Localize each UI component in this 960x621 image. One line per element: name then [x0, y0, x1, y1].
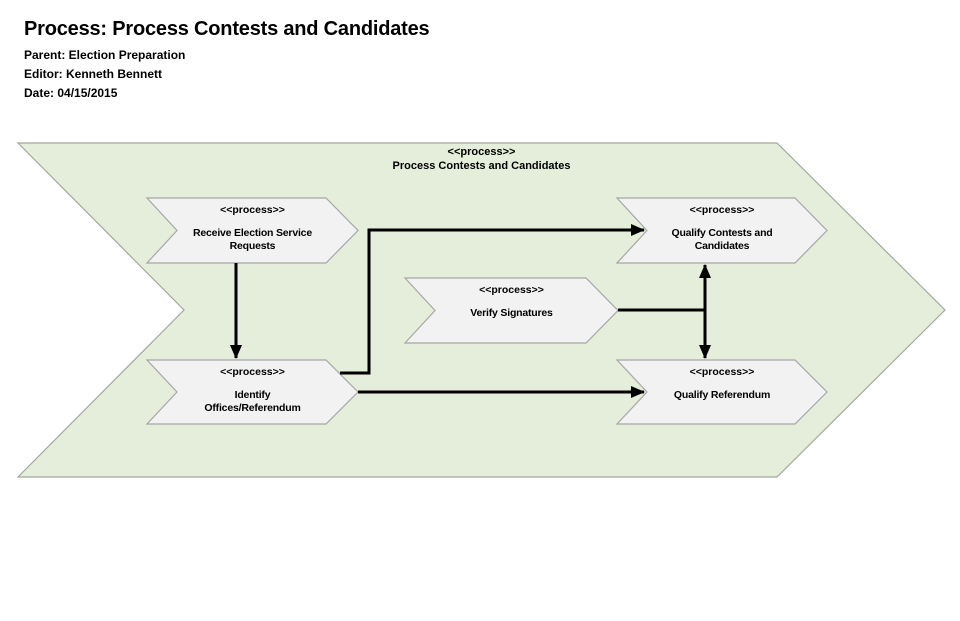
node-shape-identify-offices-referendum	[145, 359, 359, 425]
node-name: Qualify Referendum	[673, 389, 771, 401]
node-label-identify-offices-referendum: <<process>> Identify Offices/Referendum	[147, 360, 358, 424]
node-label-receive-election-service-requests: <<process>> Receive Election Service Req…	[147, 198, 358, 263]
container-stereotype: <<process>>	[447, 146, 516, 158]
container-label: <<process>> Process Contests and Candida…	[18, 145, 945, 173]
node-label-qualify-referendum: <<process>> Qualify Referendum	[617, 360, 827, 424]
node-stereotype: <<process>>	[220, 204, 285, 216]
node-stereotype: <<process>>	[689, 366, 755, 378]
node-label-verify-signatures: <<process>> Verify Signatures	[405, 278, 618, 343]
container-name: Process Contests and Candidates	[392, 160, 571, 172]
node-stereotype: <<process>>	[220, 366, 285, 378]
node-label-qualify-contests-and-candidates: <<process>> Qualify Contests and Candida…	[617, 198, 827, 263]
page-title: Process: Process Contests and Candidates	[24, 18, 430, 40]
node-shape-receive-election-service-requests	[145, 197, 359, 264]
edge-identify-to-qualify-contests	[340, 224, 645, 375]
meta-parent: Parent: Election Preparation	[24, 48, 186, 62]
node-name: Verify Signatures	[470, 307, 553, 319]
meta-date: Date: 04/15/2015	[24, 86, 118, 100]
meta-editor: Editor: Kenneth Bennett	[24, 67, 162, 81]
node-stereotype: <<process>>	[479, 284, 544, 296]
page-header: Process: Process Contests and Candidates…	[24, 18, 430, 103]
node-name: Identify Offices/Referendum	[204, 389, 301, 414]
node-stereotype: <<process>>	[689, 204, 755, 216]
node-name: Qualify Contests and Candidates	[671, 227, 773, 252]
node-name: Receive Election Service Requests	[193, 227, 312, 252]
node-shape-qualify-contests-and-candidates	[615, 197, 828, 264]
connectors	[230, 224, 711, 398]
node-shape-qualify-referendum	[615, 359, 828, 425]
node-shape-verify-signatures	[403, 277, 619, 344]
